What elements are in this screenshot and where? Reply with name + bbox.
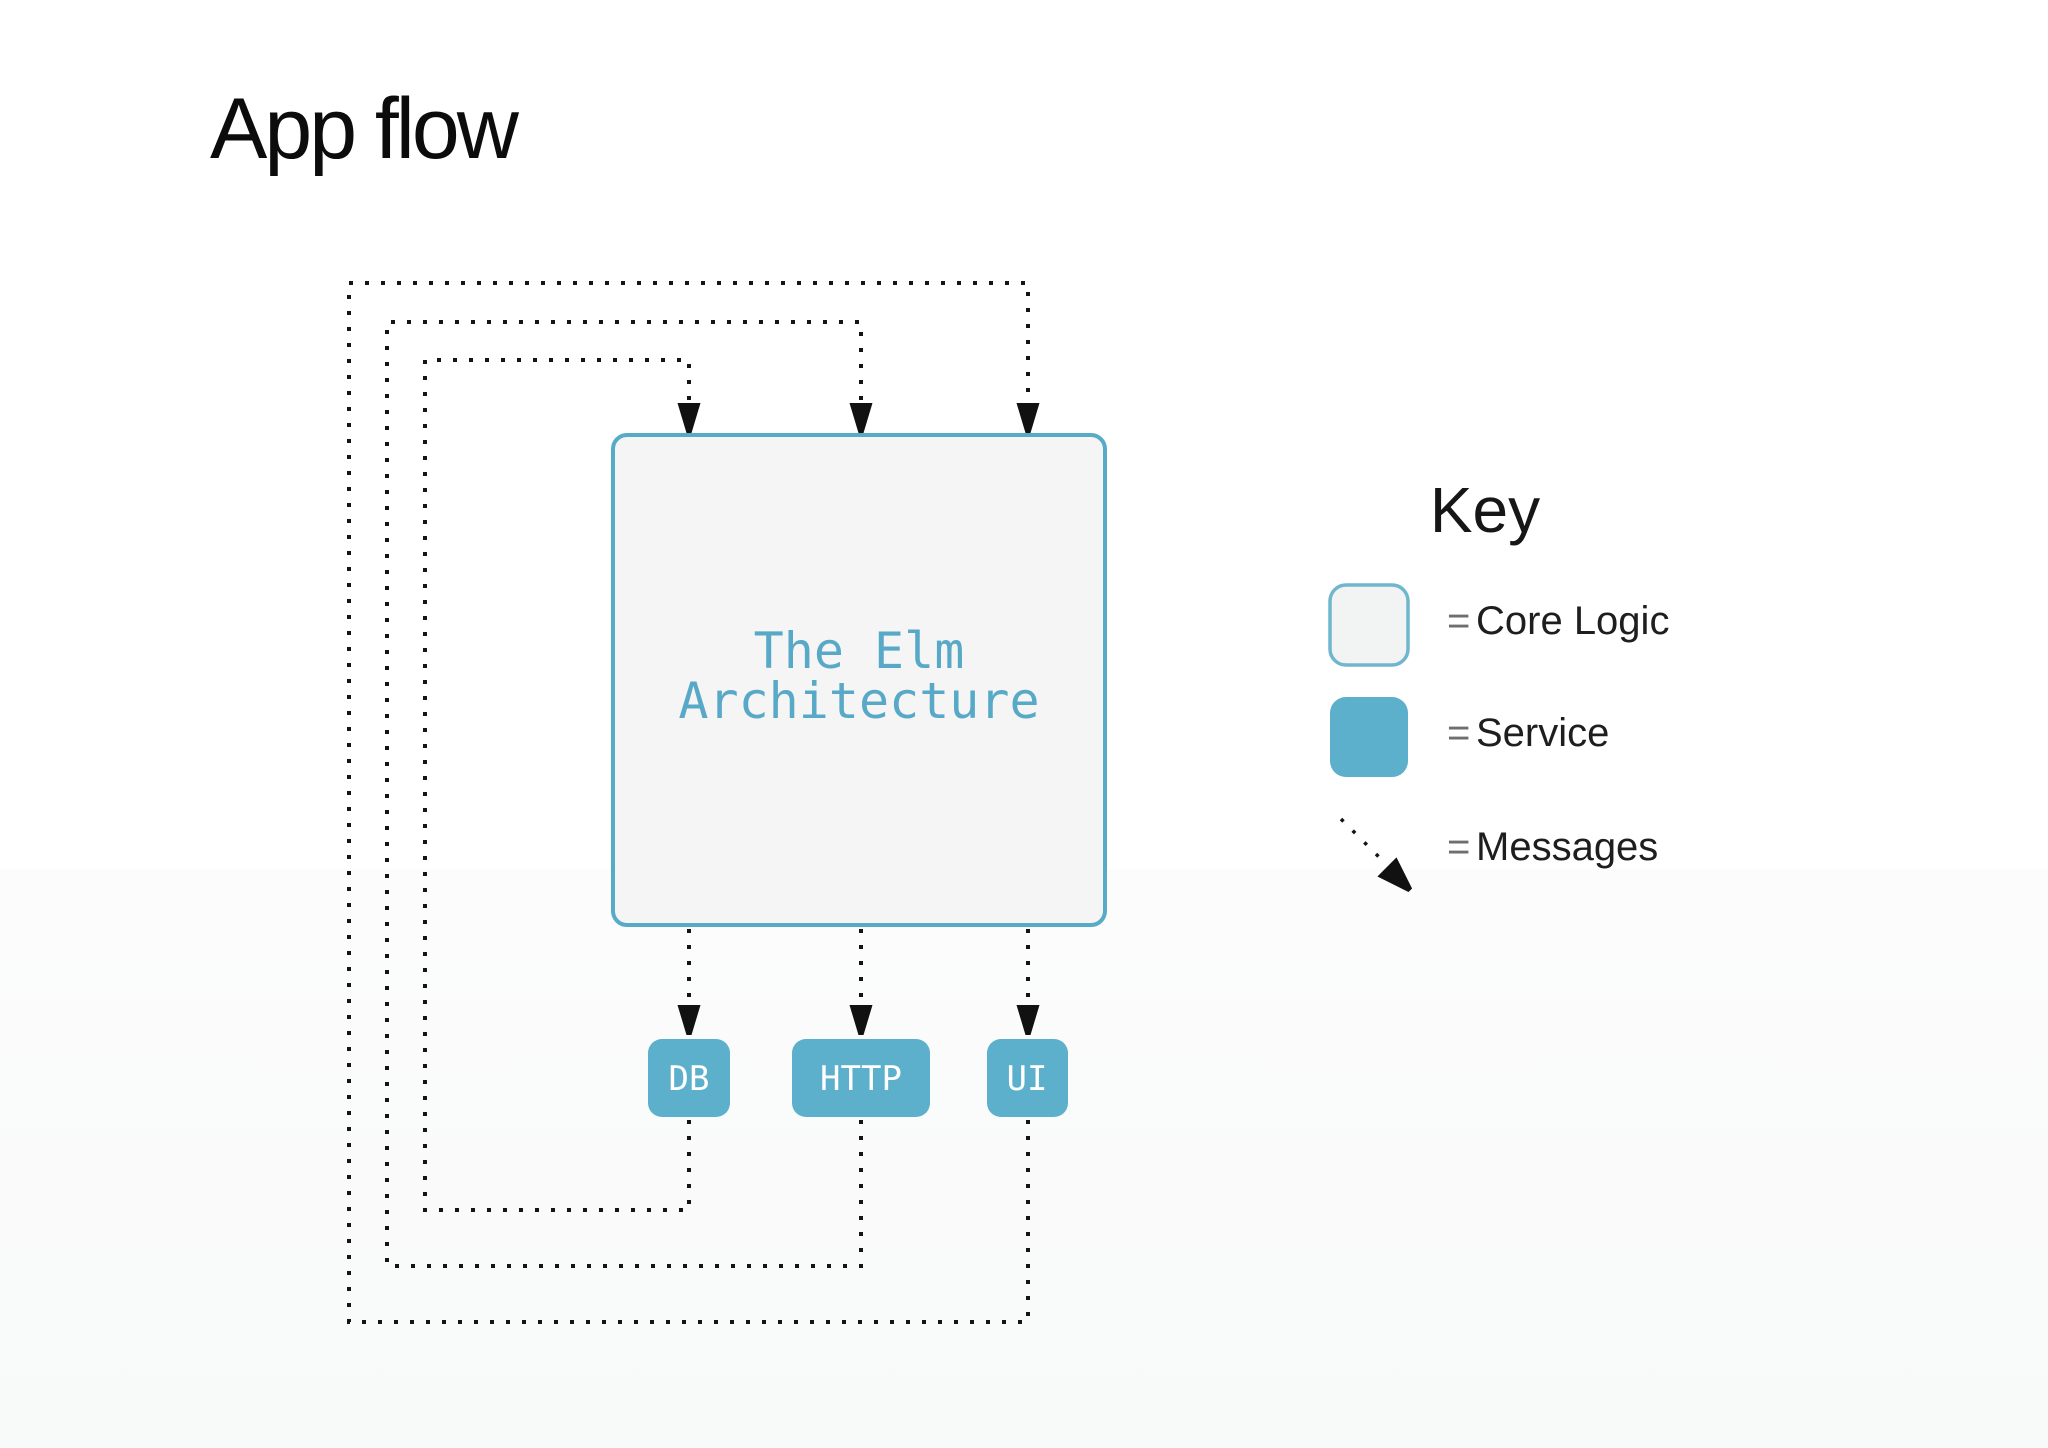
core-logic-box	[611, 433, 1107, 927]
legend-title: Key	[1430, 474, 1540, 546]
http-service-box	[792, 1039, 930, 1117]
legend-core-logic-eq: =	[1447, 599, 1470, 643]
db-service-label: DB	[669, 1059, 710, 1099]
legend-core-logic-label: Core Logic	[1476, 599, 1669, 643]
http-service-label: HTTP	[820, 1059, 902, 1099]
legend: Key = Core Logic = Service = Messages	[1328, 474, 1669, 893]
core-logic-title-line1: The Elm	[754, 622, 965, 680]
background-band	[0, 869, 2048, 1448]
ui-service-label: UI	[1007, 1059, 1048, 1099]
legend-messages-eq: =	[1447, 825, 1470, 869]
service-nodes: DB HTTP UI	[648, 1039, 1068, 1117]
core-into-db-arrowhead-icon	[677, 1005, 701, 1035]
db-service-box	[648, 1039, 730, 1117]
db-return-loop-path	[423, 358, 691, 1212]
core-logic-title-line2: Architecture	[678, 672, 1039, 730]
legend-core-logic-swatch	[1328, 583, 1410, 667]
legend-messages-label: Messages	[1476, 825, 1658, 869]
legend-messages-arrow-icon	[1339, 817, 1413, 893]
slide-title: App flow	[210, 81, 519, 177]
ui-service-box	[987, 1039, 1068, 1117]
legend-service-eq: =	[1447, 711, 1470, 755]
core-into-ui-arrowhead-icon	[1016, 1005, 1040, 1035]
message-loops	[347, 281, 1040, 1324]
legend-service-swatch	[1330, 697, 1408, 777]
http-return-loop-path	[385, 320, 863, 1268]
core-logic-node: The Elm Architecture	[611, 433, 1107, 927]
legend-service-label: Service	[1476, 711, 1609, 755]
http-into-core-arrowhead-icon	[849, 403, 873, 433]
db-into-core-arrowhead-icon	[677, 403, 701, 433]
ui-into-core-arrowhead-icon	[1016, 403, 1040, 433]
core-into-http-arrowhead-icon	[849, 1005, 873, 1035]
